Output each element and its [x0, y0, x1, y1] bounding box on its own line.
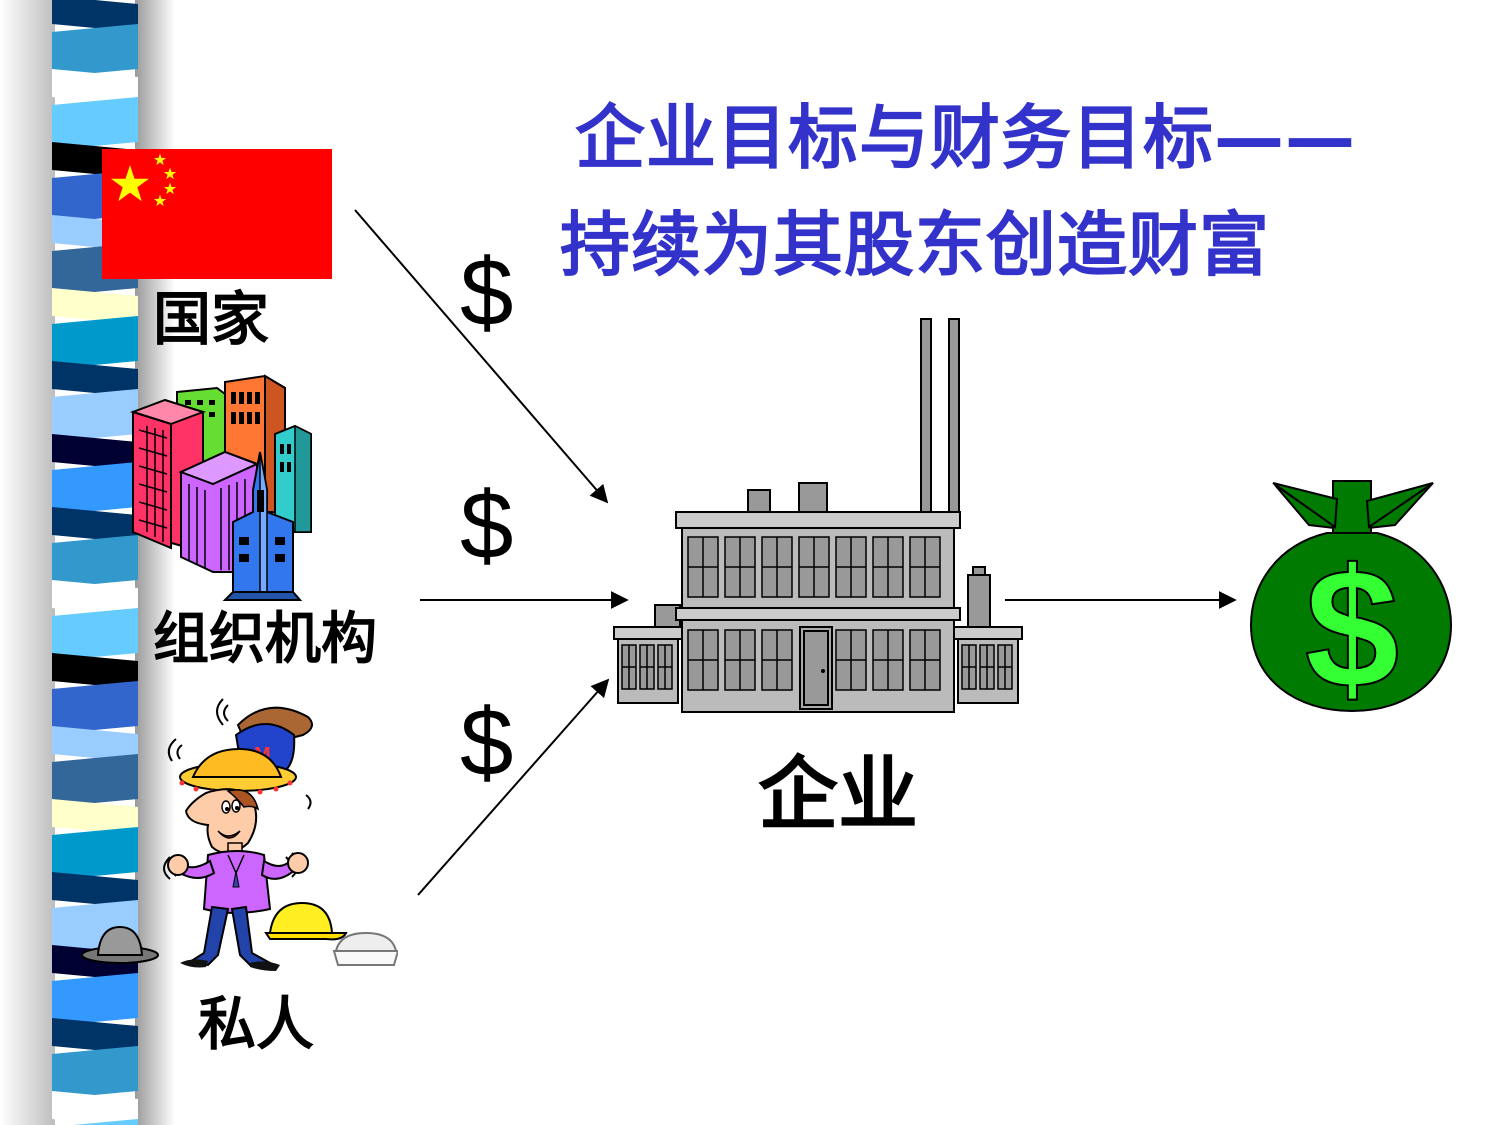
person-with-hats-icon: M [81, 698, 398, 971]
stripe-segment [52, 1046, 138, 1099]
stripe-segment [52, 754, 138, 807]
stripe-segment [52, 462, 138, 515]
stripe-segment [52, 1018, 138, 1054]
stripe-segment [52, 97, 138, 150]
enterprise-label: 企业 [758, 748, 918, 841]
source-label-state: 国家 [153, 285, 270, 353]
stripe-segment [52, 580, 138, 616]
title-line-1: 企业目标与财务目标—— [575, 97, 1356, 179]
source-label-organization: 组织机构 [153, 607, 377, 672]
stripe-segment [52, 827, 138, 880]
stripe-segment [52, 389, 138, 442]
flow-symbol-top: $ [460, 239, 514, 346]
stripe-segment [52, 681, 138, 734]
factory-icon [613, 318, 1023, 713]
arrow-individual-to-enterprise [417, 678, 610, 896]
stripe-segment [52, 535, 138, 588]
arrow-state-to-enterprise [354, 209, 609, 504]
stripe-segment [52, 973, 138, 1026]
money-bag-icon: $ [1249, 480, 1453, 715]
stripe-segment [52, 1091, 138, 1125]
stripe-segment [52, 608, 138, 661]
stripe-segment [52, 434, 138, 470]
stripe-segment [52, 872, 138, 908]
stripe-segment [52, 316, 138, 369]
flow-symbol-bottom: $ [460, 689, 514, 796]
money-bag-symbol: $ [1305, 534, 1400, 715]
stripe-segment [52, 361, 138, 397]
source-label-individual: 私人 [198, 990, 315, 1058]
stripe-segment [73, 1119, 138, 1125]
stripe-segment [52, 799, 138, 835]
stripe-segment [52, 69, 138, 105]
flow-symbol-middle: $ [460, 472, 514, 579]
stripe-segment [52, 507, 138, 543]
stripe-segment [52, 0, 138, 32]
title-line-2: 持续为其股东创造财富 [560, 204, 1270, 286]
stripe-segment [52, 653, 138, 689]
city-buildings-icon [129, 374, 312, 601]
stripe-segment [52, 288, 138, 324]
stripe-segment [52, 24, 138, 77]
stripe-segment [52, 726, 138, 762]
china-flag-icon [102, 149, 332, 279]
